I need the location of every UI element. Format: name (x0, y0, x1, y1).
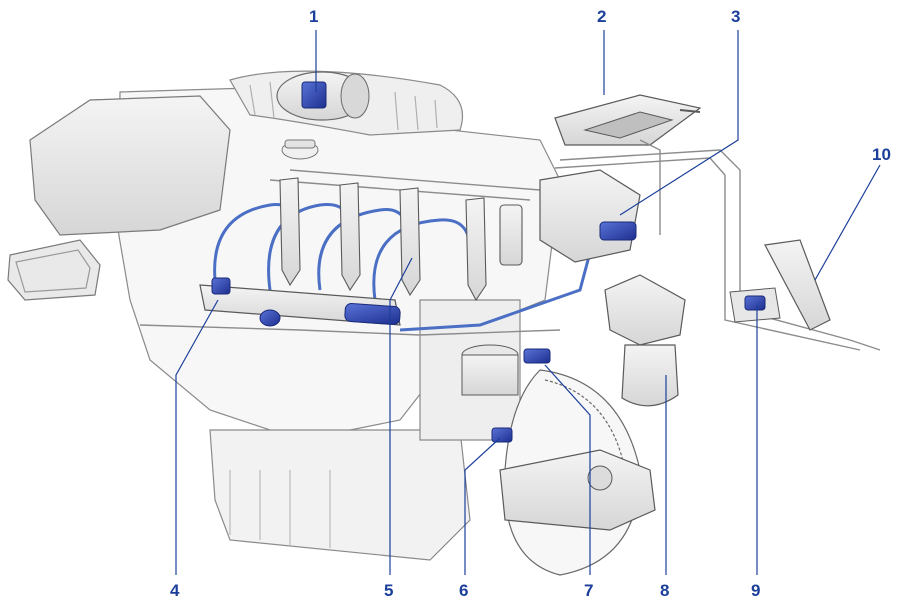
callout-10: 10 (872, 145, 891, 164)
callout-8: 8 (660, 581, 670, 600)
air-mass-meter (276, 71, 370, 121)
sensors (491, 348, 551, 443)
fuel-return-lines (139, 139, 881, 351)
callout-1: 1 (309, 7, 319, 26)
leader-lines (175, 30, 881, 575)
high-pressure-pump (539, 169, 641, 263)
piston (461, 344, 519, 396)
callout-5: 5 (384, 581, 394, 600)
callout-7: 7 (584, 581, 594, 600)
fuel-filter (604, 274, 686, 407)
callout-4: 4 (170, 581, 180, 600)
callout-2: 2 (597, 7, 607, 26)
accelerator-pedal (729, 239, 831, 331)
oil-filler-cap (281, 139, 319, 160)
air-filter-box (7, 95, 231, 301)
callout-6: 6 (459, 581, 469, 600)
engine-block (117, 87, 561, 561)
callout-9: 9 (751, 581, 761, 600)
starter-motor (499, 449, 656, 531)
ecu-unit (554, 94, 702, 146)
common-rail (199, 277, 401, 327)
callout-3: 3 (731, 7, 741, 26)
injectors (279, 177, 523, 302)
